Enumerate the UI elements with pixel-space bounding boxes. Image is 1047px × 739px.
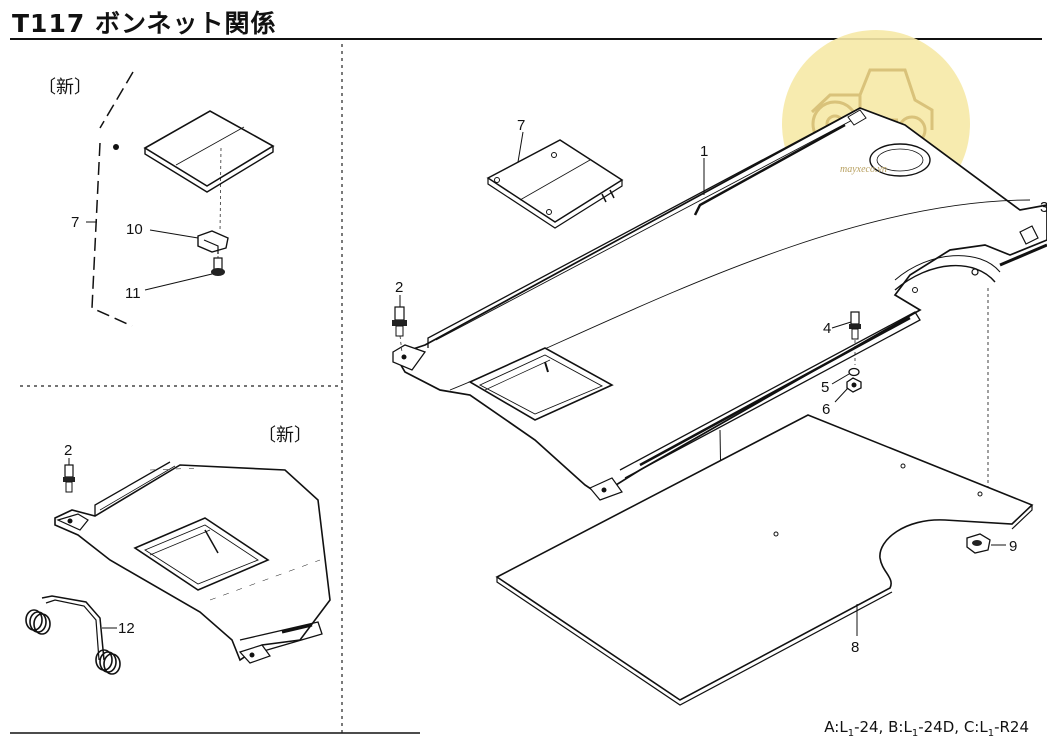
label-part-7-main: 7 <box>517 117 525 134</box>
label-part-9: 9 <box>1009 538 1017 555</box>
label-part-4: 4 <box>823 320 831 337</box>
new-lid-assembly <box>86 71 275 327</box>
label-part-8: 8 <box>851 639 859 656</box>
label-part-1: 1 <box>700 143 708 160</box>
spring-wire <box>25 595 121 675</box>
model-legend: A:L1-24, B:L1-24D, C:L1-R24 <box>824 718 1029 739</box>
label-part-2-main: 2 <box>395 279 403 296</box>
label-part-6: 6 <box>822 401 830 418</box>
label-part-11: 11 <box>125 285 141 302</box>
new-bonnet-partial <box>54 458 331 664</box>
label-part-2-left: 2 <box>64 442 72 459</box>
new-tag-bottom: 〔新〕 <box>258 425 312 446</box>
bonnet-main-assembly <box>392 107 1047 706</box>
page-title: T117 ボンネット関係 <box>12 9 277 38</box>
label-part-10: 10 <box>126 221 143 238</box>
watermark-text: mayxeco.vn <box>840 164 887 175</box>
new-tag-top: 〔新〕 <box>38 77 92 98</box>
label-part-7-left: 7 <box>71 214 79 231</box>
label-part-12: 12 <box>118 620 135 637</box>
label-part-3: 3 <box>1040 199 1047 216</box>
label-part-5: 5 <box>821 379 829 396</box>
